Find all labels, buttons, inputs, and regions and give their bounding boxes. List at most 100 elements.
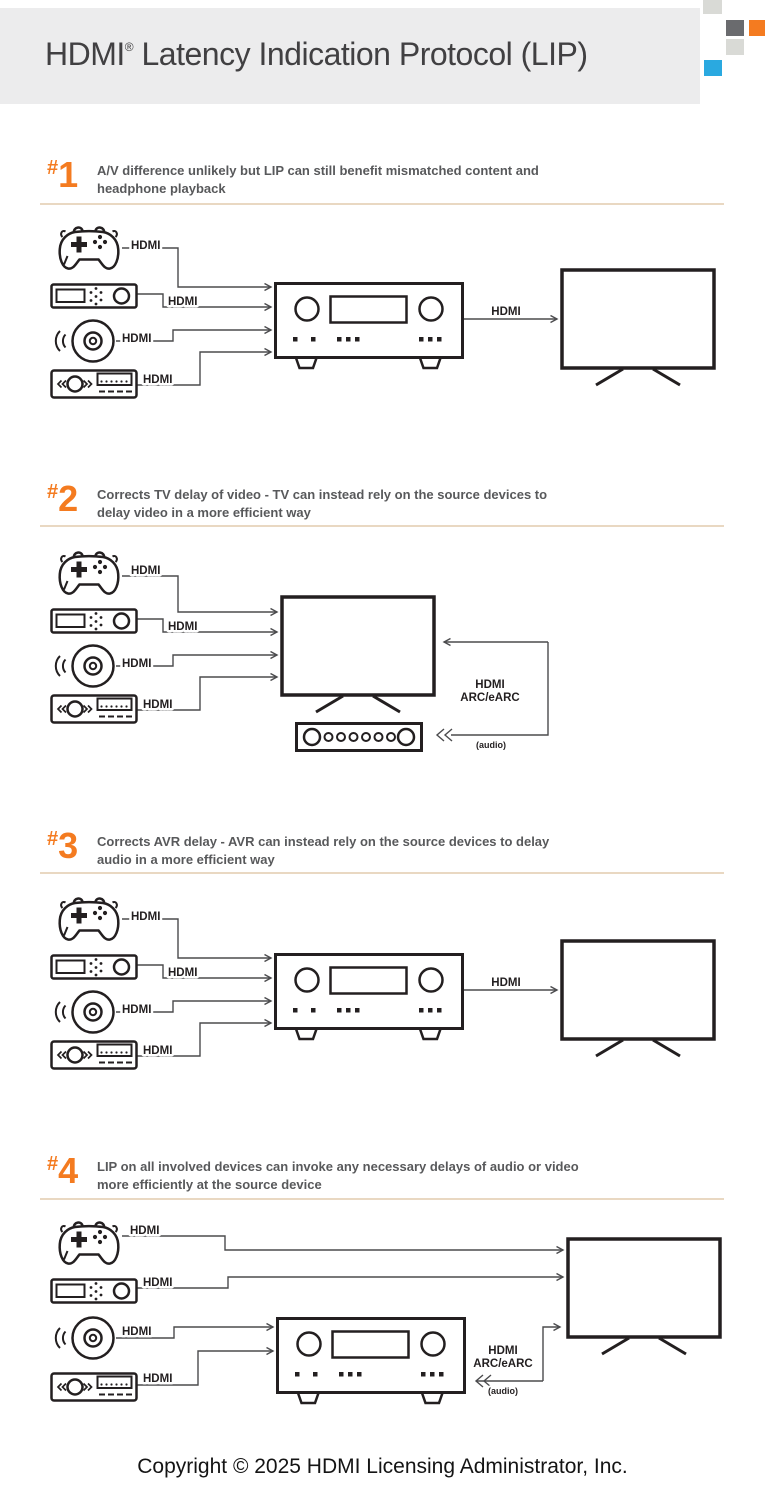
hash-sign: # bbox=[47, 157, 59, 179]
decor-square-blue bbox=[704, 60, 722, 76]
arc-earc-loop bbox=[435, 637, 549, 742]
hdmi-label: HDMI bbox=[143, 1373, 172, 1385]
decor-square-dark-gray bbox=[726, 20, 744, 36]
section-1-header: #1 A/V difference unlikely but LIP can s… bbox=[47, 154, 725, 198]
disc-player-icon bbox=[54, 644, 115, 688]
copyright-notice: Copyright © 2025 HDMI Licensing Administ… bbox=[137, 1455, 628, 1478]
hdmi-cables bbox=[116, 1235, 565, 1386]
description-line: Corrects AVR delay - AVR can instead rel… bbox=[97, 834, 550, 849]
av-receiver-icon bbox=[274, 282, 464, 370]
tv-icon bbox=[560, 939, 716, 1058]
arc-label-line1: HDMI bbox=[488, 1345, 517, 1357]
arc-label-line2: ARC/eARC bbox=[473, 1358, 532, 1370]
hdmi-label: HDMI bbox=[122, 1326, 151, 1338]
game-controller-icon bbox=[58, 897, 120, 941]
set-top-box-icon bbox=[50, 954, 138, 980]
section-1-number: #1 bbox=[47, 154, 97, 196]
hdmi-label: HDMI bbox=[168, 621, 197, 633]
section-3-description: Corrects AVR delay - AVR can instead rel… bbox=[97, 831, 549, 869]
decor-square-light-mid bbox=[726, 39, 744, 55]
hdmi-label: HDMI bbox=[130, 1225, 159, 1237]
page-title: HDMI® Latency Indication Protocol (LIP) bbox=[45, 36, 588, 73]
description-line: delay video in a more efficient way bbox=[97, 505, 311, 520]
set-top-box-icon bbox=[50, 1278, 138, 1304]
arc-earc-loop bbox=[474, 1322, 562, 1388]
section-2-description: Corrects TV delay of video - TV can inst… bbox=[97, 484, 547, 522]
diagram-scenario-1: HDMI HDMI HDMI HDMI HDMI bbox=[50, 226, 716, 399]
diagram-scenario-2: HDMI HDMI HDMI HDMI HDMI ARC/eARC (audio… bbox=[50, 551, 549, 752]
section-digit: 1 bbox=[58, 154, 78, 195]
game-controller-icon bbox=[58, 551, 120, 595]
hdmi-label: HDMI bbox=[122, 658, 151, 670]
av-receiver-icon bbox=[276, 1317, 466, 1405]
diagram-scenario-4: HDMI HDMI HDMI HDMI HDMI ARC/eARC (audio… bbox=[50, 1221, 722, 1405]
audio-label: (audio) bbox=[488, 1386, 518, 1396]
section-3-divider bbox=[40, 872, 724, 874]
audio-label: (audio) bbox=[476, 740, 506, 750]
hdmi-cables bbox=[116, 575, 279, 711]
hash-sign: # bbox=[47, 828, 59, 850]
hdmi-label: HDMI bbox=[168, 967, 197, 979]
game-controller-icon bbox=[58, 226, 120, 270]
section-digit: 3 bbox=[58, 825, 78, 866]
section-digit: 2 bbox=[58, 478, 78, 519]
game-controller-icon bbox=[58, 1221, 120, 1265]
media-player-icon bbox=[50, 369, 138, 399]
description-line: LIP on all involved devices can invoke a… bbox=[97, 1159, 579, 1174]
section-2-number: #2 bbox=[47, 478, 97, 520]
description-line: audio in a more efficient way bbox=[97, 852, 275, 867]
hdmi-label: HDMI bbox=[491, 306, 520, 318]
disc-player-icon bbox=[54, 319, 115, 363]
tv-icon bbox=[280, 595, 436, 714]
set-top-box-icon bbox=[50, 608, 138, 634]
hdmi-label: HDMI bbox=[122, 1004, 151, 1016]
hdmi-label: HDMI bbox=[491, 977, 520, 989]
arc-label-line2: ARC/eARC bbox=[460, 692, 519, 704]
description-line: A/V difference unlikely but LIP can stil… bbox=[97, 163, 539, 178]
media-player-icon bbox=[50, 694, 138, 724]
hash-sign: # bbox=[47, 481, 59, 503]
section-2-divider bbox=[40, 525, 724, 527]
diagram-scenario-3: HDMI HDMI HDMI HDMI HDMI bbox=[50, 897, 716, 1070]
decor-square-orange bbox=[749, 20, 765, 36]
hdmi-label: HDMI bbox=[131, 240, 160, 252]
hdmi-label: HDMI bbox=[143, 699, 172, 711]
hdmi-label: HDMI bbox=[131, 911, 160, 923]
decor-square-light-top bbox=[703, 0, 722, 14]
av-receiver-icon bbox=[274, 953, 464, 1041]
description-line: more efficiently at the source device bbox=[97, 1177, 322, 1192]
section-4-number: #4 bbox=[47, 1150, 97, 1192]
soundbar-icon bbox=[295, 722, 423, 752]
arc-label-line1: HDMI bbox=[475, 679, 504, 691]
hdmi-label: HDMI bbox=[143, 374, 172, 386]
media-player-icon bbox=[50, 1372, 138, 1402]
section-4-divider bbox=[40, 1198, 724, 1200]
set-top-box-icon bbox=[50, 283, 138, 309]
hdmi-label: HDMI bbox=[143, 1045, 172, 1057]
brand-text: HDMI bbox=[45, 36, 125, 72]
section-4-header: #4 LIP on all involved devices can invok… bbox=[47, 1150, 725, 1194]
section-3-number: #3 bbox=[47, 825, 97, 867]
section-1-description: A/V difference unlikely but LIP can stil… bbox=[97, 160, 539, 198]
hdmi-cables bbox=[116, 918, 559, 1057]
section-3-header: #3 Corrects AVR delay - AVR can instead … bbox=[47, 825, 725, 869]
media-player-icon bbox=[50, 1040, 138, 1070]
hdmi-cables bbox=[116, 247, 559, 386]
section-digit: 4 bbox=[58, 1150, 78, 1191]
hdmi-label: HDMI bbox=[131, 565, 160, 577]
disc-player-icon bbox=[54, 990, 115, 1034]
section-2-header: #2 Corrects TV delay of video - TV can i… bbox=[47, 478, 725, 522]
hash-sign: # bbox=[47, 1153, 59, 1175]
section-1-divider bbox=[40, 203, 724, 205]
description-line: headphone playback bbox=[97, 181, 226, 196]
masthead: HDMI® Latency Indication Protocol (LIP) bbox=[0, 8, 700, 104]
section-4-description: LIP on all involved devices can invoke a… bbox=[97, 1156, 579, 1194]
hdmi-label: HDMI bbox=[143, 1277, 172, 1289]
tv-icon bbox=[560, 268, 716, 387]
hdmi-label: HDMI bbox=[122, 333, 151, 345]
tv-icon bbox=[566, 1237, 722, 1356]
hdmi-label: HDMI bbox=[168, 296, 197, 308]
description-line: Corrects TV delay of video - TV can inst… bbox=[97, 487, 548, 502]
registered-mark: ® bbox=[124, 40, 134, 54]
title-rest: Latency Indication Protocol (LIP) bbox=[133, 36, 588, 72]
